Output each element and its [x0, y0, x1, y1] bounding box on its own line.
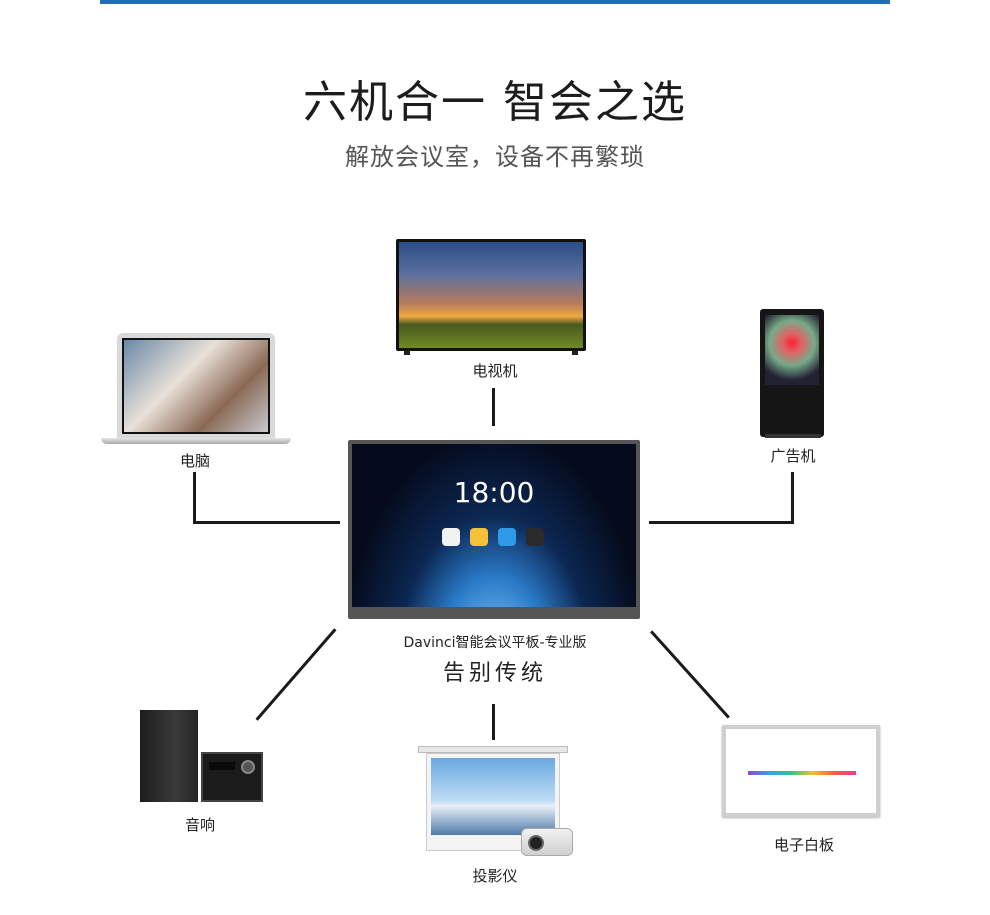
apps-grid-icon [526, 528, 544, 546]
tv-image [396, 239, 586, 355]
tv-connector-line [492, 388, 495, 426]
whiteboard-connector-line [650, 630, 730, 719]
speaker-image [140, 710, 198, 802]
pc-label: 电脑 [179, 452, 210, 470]
ad-connector-vertical [791, 472, 794, 524]
projector-connector-line [492, 704, 495, 740]
projection-screen-image [426, 753, 560, 851]
ad-label: 广告机 [770, 447, 816, 465]
pc-connector-horizontal [193, 521, 340, 524]
smart-panel-image: 18:00 [348, 440, 640, 619]
projector-image [521, 828, 573, 856]
tv-stand-right [572, 351, 578, 355]
product-name: Davinci智能会议平板-专业版 [403, 635, 587, 651]
audio-connector-line [255, 628, 337, 721]
projection-image [431, 758, 555, 836]
tv-screen [399, 242, 583, 348]
tv-label: 电视机 [472, 362, 518, 380]
page-subtitle: 解放会议室，设备不再繁琐 [345, 143, 645, 171]
amplifier-image [201, 752, 263, 802]
panel-clock: 18:00 [453, 476, 535, 509]
screen-share-app-icon [498, 528, 516, 546]
panel-app-icons [442, 528, 544, 546]
audio-label: 音响 [184, 816, 215, 834]
smart-panel-screen: 18:00 [352, 444, 636, 607]
whiteboard-app-icon [470, 528, 488, 546]
projection-screen-bar [418, 746, 568, 753]
whiteboard-timeline [748, 771, 856, 775]
laptop-image [117, 333, 275, 439]
kiosk-screen [765, 315, 819, 385]
whiteboard-label: 电子白板 [773, 836, 834, 854]
ad-kiosk-image [760, 309, 824, 437]
volume-knob-icon [241, 760, 255, 774]
whiteboard-image [722, 725, 880, 817]
product-slogan: 告别传统 [442, 661, 547, 686]
ad-connector-horizontal [649, 521, 794, 524]
amplifier-display [209, 762, 235, 770]
top-accent-bar [100, 0, 890, 4]
page-title: 六机合一 智会之选 [303, 77, 687, 128]
projector-lens [528, 835, 544, 851]
projector-label: 投影仪 [472, 867, 518, 885]
kiosk-base [765, 434, 821, 438]
document-app-icon [442, 528, 460, 546]
tv-stand-left [404, 351, 410, 355]
laptop-base [101, 438, 291, 444]
laptop-screen [122, 338, 270, 434]
pc-connector-vertical [193, 472, 196, 524]
